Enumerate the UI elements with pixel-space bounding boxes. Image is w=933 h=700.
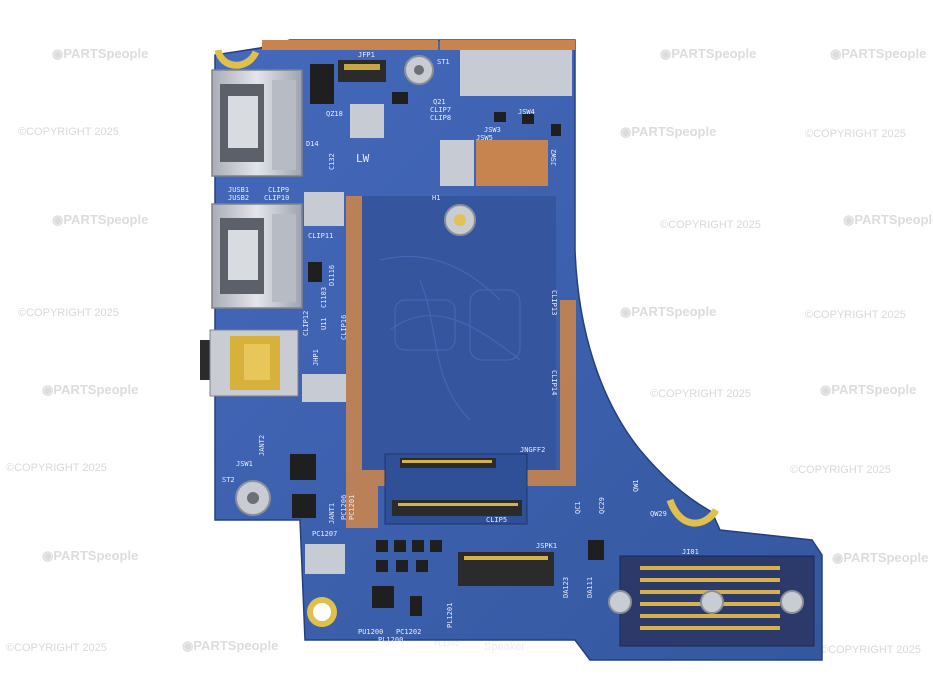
label-u11: U11 [320, 317, 328, 330]
label-clip9: CLIP9 [268, 186, 289, 194]
mount-st2 [235, 480, 271, 516]
shield-pad-left2 [302, 374, 346, 402]
watermark-brand: ◉PARTSpeople [182, 638, 279, 653]
label-pc1202: PC1202 [396, 628, 421, 636]
label-qw29: QW29 [650, 510, 667, 518]
usb-port-1 [211, 69, 303, 177]
label-d1116: D1116 [328, 265, 336, 286]
label-pc1206: PC1206 [340, 495, 348, 520]
connector-jngff2 [384, 453, 528, 525]
label-clip7: CLIP7 [430, 106, 451, 114]
watermark-brand: ◉PARTSpeople [620, 124, 717, 139]
watermark-copyright: ©COPYRIGHT 2025 [6, 642, 107, 654]
copper-strip-top-right [440, 40, 575, 50]
watermark-copyright: ©COPYRIGHT 2025 [18, 126, 119, 138]
watermark-copyright: ©COPYRIGHT 2025 [820, 644, 921, 656]
watermark-brand: ◉PARTSpeople [52, 212, 149, 227]
watermark-brand: ◉PARTSpeople [52, 46, 149, 61]
shield-pad-top [460, 50, 572, 96]
shield-pad-lw [350, 104, 384, 138]
label-qc29: QC29 [598, 497, 606, 514]
label-c132: C132 [328, 153, 336, 170]
watermark-brand: ◉PARTSpeople [820, 382, 917, 397]
copper-strip-top [262, 40, 438, 50]
label-jhp1: JHP1 [312, 349, 320, 366]
module-area [362, 196, 556, 470]
label-clip16: CLIP16 [340, 315, 348, 340]
label-clip13: CLIP13 [550, 290, 558, 315]
label-jant1: JANT1 [328, 503, 336, 524]
watermark-brand: ◉PARTSpeople [843, 212, 933, 227]
watermark-brand: ◉PARTSpeople [620, 304, 717, 319]
label-jsw4: JSW4 [518, 108, 535, 116]
usb-port-2 [211, 203, 303, 309]
label-clip8: CLIP8 [430, 114, 451, 122]
connector-jspk1 [458, 552, 554, 586]
label-pc1201: PC1201 [348, 495, 356, 520]
watermark-copyright: ©COPYRIGHT 2025 [805, 309, 906, 321]
label-c1103: C1103 [320, 287, 328, 308]
label-pu1200: PU1200 [358, 628, 383, 636]
label-qc1: QC1 [574, 501, 582, 514]
copper-frame [346, 196, 576, 528]
label-clip10: CLIP10 [264, 194, 289, 202]
shield-pad-mid [440, 140, 474, 186]
connector-jfp1 [338, 60, 386, 82]
label-jusb1: JUSB1 [228, 186, 249, 194]
label-jsw5: JSW5 [476, 134, 493, 142]
label-lw: LW [356, 152, 370, 165]
headphone-jack [200, 329, 299, 397]
label-jfp1: JFP1 [358, 51, 375, 59]
label-clip14: CLIP14 [550, 370, 558, 395]
watermark-brand: ◉PARTSpeople [42, 548, 139, 563]
label-pl1202: PL1202 [434, 640, 459, 648]
label-clip11: CLIP11 [308, 232, 333, 240]
label-clip12: CLIP12 [302, 311, 310, 336]
watermark-copyright: ©COPYRIGHT 2025 [660, 219, 761, 231]
watermark-copyright: ©COPYRIGHT 2025 [805, 128, 906, 140]
shield-pad-left [304, 192, 344, 226]
label-jsw2: JSW2 [550, 149, 558, 166]
label-qz18: QZ18 [326, 110, 343, 118]
watermark-brand: ◉PARTSpeople [832, 550, 929, 565]
watermark-copyright: ©COPYRIGHT 2025 [650, 388, 751, 400]
mount-st1 [404, 55, 434, 85]
label-jngff2: JNGFF2 [520, 446, 545, 454]
shield-pad-bottom [305, 544, 345, 574]
mount-bottom-left [307, 597, 337, 627]
label-jant2: JANT2 [258, 435, 266, 456]
watermark-brand: ◉PARTSpeople [42, 382, 139, 397]
label-pl1200: PL1200 [378, 636, 403, 644]
label-ji01: JI01 [682, 548, 699, 556]
mount-hole-top-left [214, 48, 260, 69]
copper-pad-right [476, 140, 548, 186]
watermark-copyright: ©COPYRIGHT 2025 [6, 462, 107, 474]
label-h1: H1 [432, 194, 440, 202]
mount-h1 [444, 204, 476, 236]
watermark-brand: ◉PARTSpeople [830, 46, 927, 61]
label-st1: ST1 [437, 58, 450, 66]
label-jusb2: JUSB2 [228, 194, 249, 202]
label-clip5: CLIP5 [486, 516, 507, 524]
connector-ji01 [608, 555, 815, 647]
label-d14: D14 [306, 140, 319, 148]
label-jsw3: JSW3 [484, 126, 501, 134]
label-da111: DA111 [586, 577, 594, 598]
label-jspk1: JSPK1 [536, 542, 557, 550]
label-jsw1: JSW1 [236, 460, 253, 468]
watermark-copyright: ©COPYRIGHT 2025 [18, 307, 119, 319]
label-qw1: QW1 [632, 479, 640, 492]
label-pc1207: PC1207 [312, 530, 337, 538]
label-st2: ST2 [222, 476, 235, 484]
watermark-brand: ◉PARTSpeople [660, 46, 757, 61]
mount-right-notch [666, 498, 719, 527]
label-speaker: Speaker [484, 641, 525, 653]
watermark-copyright: ©COPYRIGHT 2025 [790, 464, 891, 476]
label-q21: Q21 [433, 98, 446, 106]
label-pl1201: PL1201 [446, 603, 454, 628]
label-da123: DA123 [562, 577, 570, 598]
